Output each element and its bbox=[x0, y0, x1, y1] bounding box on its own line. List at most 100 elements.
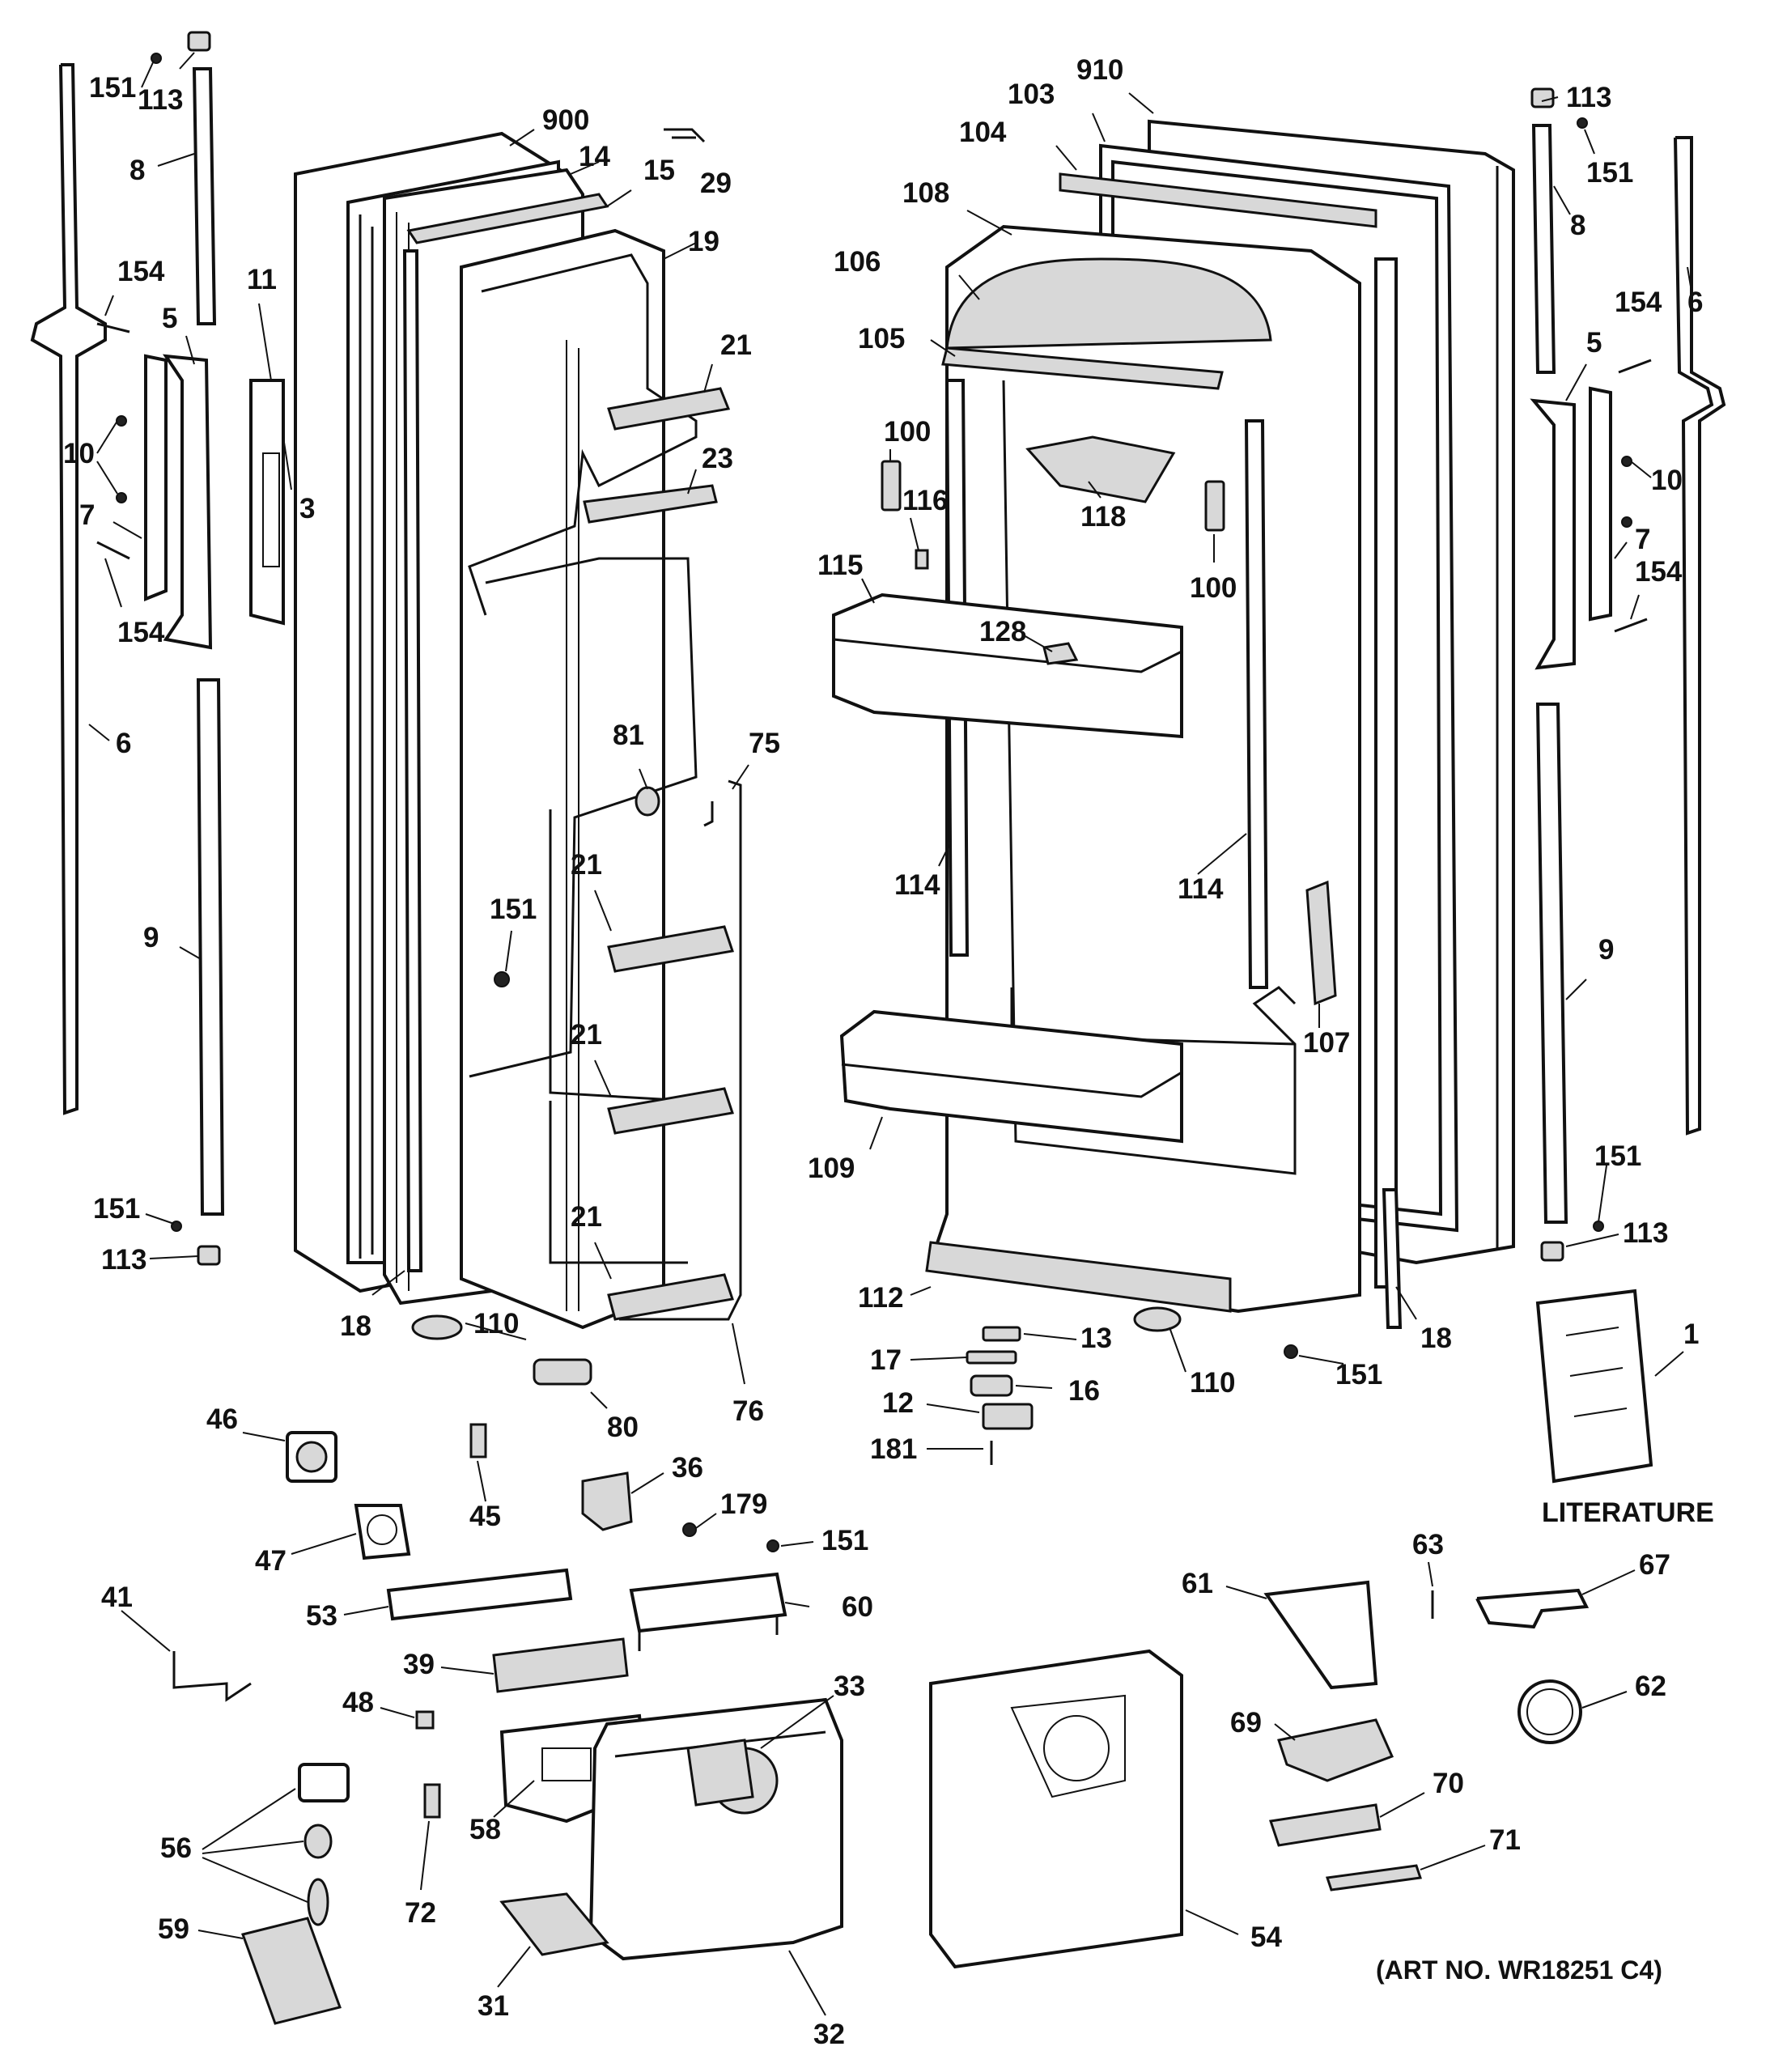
label-8-right: 8 bbox=[1570, 210, 1585, 241]
label-21-b: 21 bbox=[571, 849, 602, 881]
strip-104 bbox=[1059, 172, 1377, 228]
label-31: 31 bbox=[478, 1990, 509, 2022]
label-17: 17 bbox=[870, 1344, 902, 1376]
label-9: 9 bbox=[143, 922, 159, 953]
freezer-door-liner bbox=[460, 228, 698, 1330]
chute-69 bbox=[1277, 1718, 1394, 1782]
label-179: 179 bbox=[720, 1488, 767, 1520]
clip-113-top-right bbox=[1530, 87, 1555, 108]
label-80: 80 bbox=[607, 1412, 639, 1443]
label-39: 39 bbox=[403, 1649, 435, 1680]
label-151-right: 151 bbox=[1586, 157, 1633, 189]
label-12: 12 bbox=[882, 1387, 914, 1419]
label-32: 32 bbox=[813, 2019, 845, 2050]
handle-trim-6-left bbox=[30, 63, 107, 1115]
label-19: 19 bbox=[688, 226, 719, 257]
label-3: 3 bbox=[299, 493, 315, 524]
label-36: 36 bbox=[672, 1452, 703, 1484]
bracket-67 bbox=[1475, 1588, 1590, 1629]
label-113-right: 113 bbox=[1566, 82, 1611, 113]
label-108: 108 bbox=[902, 177, 949, 209]
label-46: 46 bbox=[206, 1403, 238, 1435]
strip-112 bbox=[925, 1241, 1232, 1313]
label-41: 41 bbox=[101, 1582, 133, 1613]
label-33: 33 bbox=[834, 1671, 865, 1702]
label-75: 75 bbox=[749, 728, 780, 759]
clip-116 bbox=[915, 549, 929, 570]
label-100-right: 100 bbox=[1190, 572, 1237, 604]
frame-47 bbox=[354, 1504, 411, 1560]
cover-54 bbox=[929, 1649, 1183, 1969]
label-154-right-lower: 154 bbox=[1635, 556, 1683, 588]
label-16: 16 bbox=[1068, 1375, 1100, 1407]
label-5-right: 5 bbox=[1586, 327, 1602, 359]
screws-154-right bbox=[1614, 359, 1652, 633]
label-18-right: 18 bbox=[1420, 1323, 1452, 1354]
label-53: 53 bbox=[306, 1600, 337, 1632]
label-21-c: 21 bbox=[571, 1019, 602, 1051]
label-7-right: 7 bbox=[1635, 524, 1650, 555]
screws-10-left bbox=[116, 415, 127, 503]
freezer-door-shelf-21a bbox=[607, 387, 731, 431]
label-10: 10 bbox=[63, 438, 95, 469]
label-58: 58 bbox=[469, 1814, 501, 1845]
screw-151-bottom-right bbox=[1284, 1344, 1298, 1359]
label-62: 62 bbox=[1635, 1671, 1666, 1702]
label-67: 67 bbox=[1639, 1549, 1670, 1581]
label-154: 154 bbox=[117, 256, 165, 287]
label-106: 106 bbox=[834, 246, 881, 278]
label-113-right-bottom: 113 bbox=[1623, 1217, 1668, 1249]
bracket-36 bbox=[581, 1471, 633, 1531]
clip-48 bbox=[415, 1710, 435, 1730]
screw-151-door bbox=[494, 971, 510, 987]
label-72: 72 bbox=[405, 1897, 436, 1929]
lever-70 bbox=[1269, 1803, 1382, 1847]
label-7: 7 bbox=[79, 499, 95, 531]
label-154-lower: 154 bbox=[117, 617, 165, 648]
label-5: 5 bbox=[162, 303, 177, 334]
trim-9-left bbox=[196, 678, 225, 1216]
freezer-door-shelf-23 bbox=[583, 484, 718, 524]
screws-151-right bbox=[1577, 117, 1604, 1232]
knob-46 bbox=[286, 1431, 337, 1483]
hinge-parts-12-13-16-17-181 bbox=[966, 1326, 1034, 1465]
stop-110-left bbox=[411, 1314, 463, 1340]
cover-106 bbox=[945, 257, 1272, 350]
screws-154-left bbox=[96, 322, 130, 560]
handle-7-right bbox=[1589, 386, 1612, 622]
clip-100-right bbox=[1204, 480, 1225, 532]
label-151-right-bottom: 151 bbox=[1594, 1140, 1641, 1172]
handle-5-right bbox=[1530, 398, 1576, 670]
gasket-18-left bbox=[402, 249, 423, 1272]
trim-8-right bbox=[1531, 124, 1556, 374]
label-14: 14 bbox=[579, 141, 610, 172]
label-110: 110 bbox=[473, 1308, 519, 1340]
label-9-right: 9 bbox=[1598, 934, 1614, 966]
label-15: 15 bbox=[643, 155, 675, 186]
clip-100-left bbox=[881, 460, 902, 512]
tray-118 bbox=[1025, 435, 1176, 503]
label-81: 81 bbox=[613, 720, 644, 751]
label-151-hinge: 151 bbox=[1335, 1359, 1382, 1391]
label-76: 76 bbox=[732, 1395, 764, 1427]
button-81 bbox=[635, 786, 660, 817]
bin-109 bbox=[839, 1009, 1183, 1144]
label-61: 61 bbox=[1182, 1568, 1213, 1599]
divider-128 bbox=[1042, 642, 1079, 665]
label-151-door: 151 bbox=[490, 894, 537, 925]
board-39 bbox=[492, 1637, 629, 1693]
freezer-door-shelf-21b bbox=[607, 925, 734, 973]
label-104: 104 bbox=[959, 117, 1007, 148]
label-110-right: 110 bbox=[1190, 1367, 1235, 1399]
lever-41 bbox=[172, 1651, 252, 1702]
label-116: 116 bbox=[902, 485, 948, 516]
screw-179 bbox=[682, 1522, 697, 1537]
label-151: 151 bbox=[89, 72, 136, 104]
label-115: 115 bbox=[817, 550, 863, 581]
label-181: 181 bbox=[870, 1433, 917, 1465]
label-59: 59 bbox=[158, 1913, 189, 1945]
label-13: 13 bbox=[1080, 1323, 1112, 1354]
handle-5-left bbox=[162, 354, 213, 650]
handle-trim-6-right bbox=[1674, 136, 1726, 1136]
label-114: 114 bbox=[894, 869, 940, 901]
